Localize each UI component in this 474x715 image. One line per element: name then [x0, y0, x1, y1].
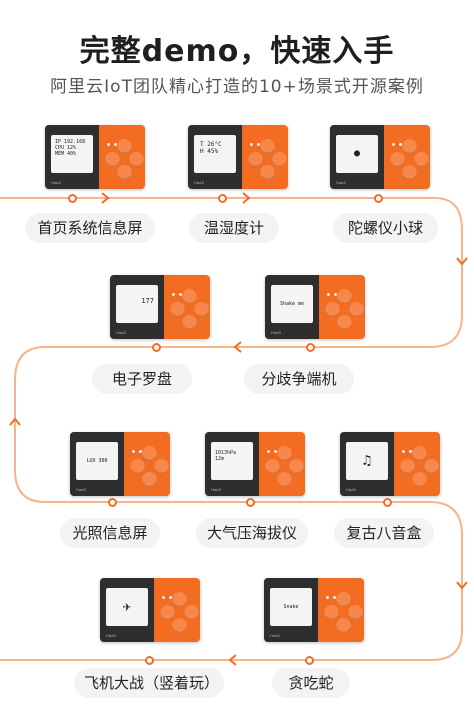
device-demo-light-info[interactable]: LUX 300 HaaS: [70, 432, 170, 496]
device-brand: HaaS: [116, 330, 127, 335]
step-dot: [383, 498, 392, 507]
device-brand: HaaS: [76, 487, 87, 492]
device-demo-gyro-ball[interactable]: ● HaaS: [330, 125, 430, 189]
device-screen: T 26°C H 45%: [194, 135, 236, 173]
device-brand: HaaS: [270, 633, 281, 638]
label-music-box: 复古八音盒: [334, 518, 434, 548]
step-dot: [218, 194, 227, 203]
step-dot: [68, 194, 77, 203]
device-screen: Shake me: [271, 285, 313, 323]
device-brand: HaaS: [194, 180, 205, 185]
device-demo-barometer[interactable]: 1013hPa 12m HaaS: [205, 432, 305, 496]
label-plane-war: 飞机大战（竖着玩）: [74, 668, 224, 698]
device-screen: 177: [116, 285, 158, 323]
device-brand: HaaS: [336, 180, 347, 185]
step-dot: [108, 498, 117, 507]
device-screen: Snake: [270, 588, 312, 626]
device-screen: ✈: [106, 588, 148, 626]
step-dot: [246, 498, 255, 507]
device-brand: HaaS: [211, 487, 222, 492]
device-brand: HaaS: [271, 330, 282, 335]
device-screen: LUX 300: [76, 442, 118, 480]
device-screen: ●: [336, 135, 378, 173]
device-brand: HaaS: [106, 633, 117, 638]
device-brand: HaaS: [346, 487, 357, 492]
step-dot: [305, 656, 314, 665]
device-brand: HaaS: [51, 180, 62, 185]
device-demo-snake[interactable]: Snake HaaS: [264, 578, 364, 642]
device-demo-system-info[interactable]: IP 192.168 CPU 12% MEM 40% HaaS: [45, 125, 145, 189]
device-screen: 1013hPa 12m: [211, 442, 253, 480]
device-demo-compass[interactable]: 177 HaaS: [110, 275, 210, 339]
device-demo-thermometer[interactable]: T 26°C H 45% HaaS: [188, 125, 288, 189]
label-decision-maker: 分歧争端机: [244, 364, 354, 394]
device-screen: ♫: [346, 442, 388, 480]
label-thermometer: 温湿度计: [189, 213, 279, 243]
page-title: 完整demo，快速入手: [79, 34, 395, 69]
step-dot: [306, 343, 315, 352]
device-demo-music-box[interactable]: ♫ HaaS: [340, 432, 440, 496]
step-dot: [152, 343, 161, 352]
label-barometer: 大气压海拔仪: [196, 518, 308, 548]
page-subtitle: 阿里云IoT团队精心打造的10+场景式开源案例: [50, 77, 424, 97]
step-dot: [145, 656, 154, 665]
label-snake: 贪吃蛇: [272, 668, 350, 698]
device-demo-plane-war[interactable]: ✈ HaaS: [100, 578, 200, 642]
label-gyro-ball: 陀螺仪小球: [333, 213, 438, 243]
device-demo-decision-maker[interactable]: Shake me HaaS: [265, 275, 365, 339]
label-light-info: 光照信息屏: [60, 518, 160, 548]
label-compass: 电子罗盘: [92, 364, 192, 394]
label-system-info: 首页系统信息屏: [25, 213, 155, 243]
step-dot: [374, 194, 383, 203]
device-screen: IP 192.168 CPU 12% MEM 40%: [51, 135, 93, 173]
